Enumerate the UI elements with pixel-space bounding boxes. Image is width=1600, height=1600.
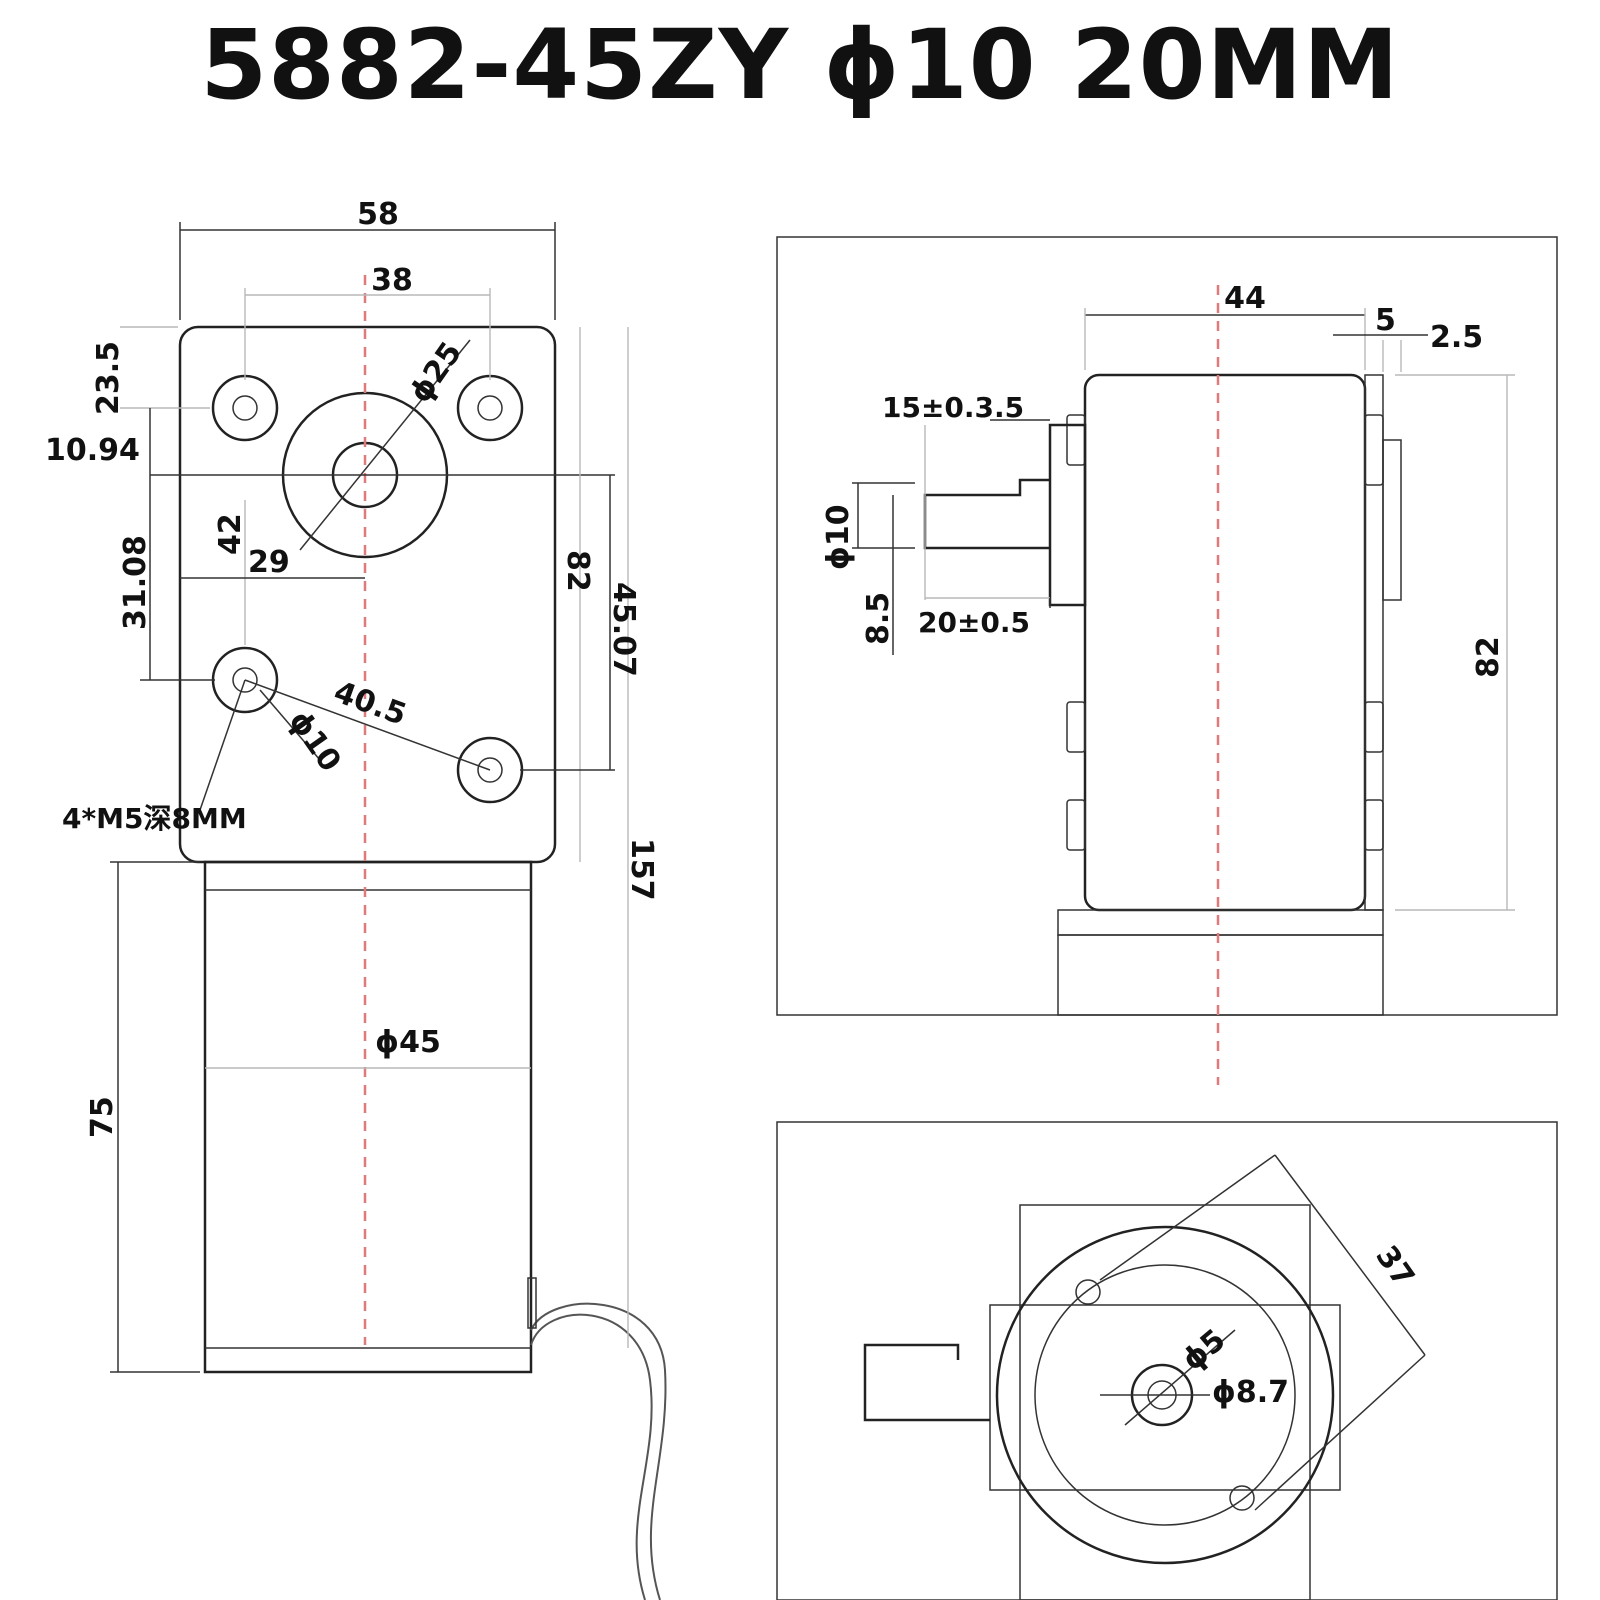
side-gearbox-body [1083,373,1367,912]
dim-total-157: 157 [624,838,659,901]
wire-grommet [527,1277,537,1329]
dim-motor-75: 75 [85,1096,120,1138]
motor-wire [530,1313,653,1600]
mount-hole-tl [211,374,279,442]
side-motor-body [1057,934,1384,1016]
bottom-side-lugs [989,1304,1341,1491]
dim-side-height-82: 82 [1471,636,1506,678]
dim-top-offset: 23.5 [91,341,126,415]
dim-diag-40-5: 40.5 [329,675,411,733]
side-shaft-housing [1048,423,1087,607]
side-view: 44 5 2.5 15±0.3.5 ϕ10 8.5 20±0.5 82 [776,236,1558,1085]
dim-outer-dia: ϕ8.7 [1212,1375,1289,1410]
side-output-shaft [923,478,1050,550]
dim-2-5: 2.5 [1430,320,1483,355]
dim-tol-15: 15±0.3.5 [882,391,1024,424]
dim-42: 42 [213,513,248,555]
gearbox-face [178,325,557,864]
bottom-view-frame [776,1121,1558,1600]
dim-hole-dia: ϕ10 [281,705,347,779]
dim-45-07: 45.07 [606,582,641,677]
dim-width-58: 58 [357,197,399,232]
dim-height-82: 82 [560,550,595,592]
bottom-output-shaft [863,1343,990,1422]
thread-note: 4*M5深8MM [62,802,247,835]
mount-hole-tr-inner [477,395,503,421]
mount-hole-br-inner [477,757,503,783]
dim-29: 29 [248,545,290,580]
side-boss [1382,439,1402,601]
dim-motor-dia: ϕ45 [375,1025,441,1060]
bottom-hole-top [1075,1279,1101,1305]
dim-tol-20: 20±0.5 [918,606,1030,639]
dim-depth-44: 44 [1224,281,1266,316]
motor-body [203,860,533,1374]
bottom-inner-circle [1034,1264,1296,1526]
dim-hole-spacing-38: 38 [371,263,413,298]
dim-shaft-dia: ϕ10 [821,504,856,570]
dim-hole-offset: 10.94 [45,433,140,468]
dim-inner-dia: ϕ5 [1176,1323,1233,1379]
mount-hole-tr [456,374,524,442]
mount-hole-bl-inner [232,667,258,693]
mount-hole-tl-inner [232,395,258,421]
bottom-view: 37 ϕ5 ϕ8.7 [776,1121,1558,1600]
dim-flat-8-5: 8.5 [861,592,896,645]
dim-40-line [244,679,491,771]
front-view: 58 38 ϕ25 23.5 10.94 42 29 31.08 82 45.0… [45,197,667,1600]
dim-31: 31.08 [118,535,153,630]
motor-wire-2 [530,1302,667,1600]
hole-dia-leader [259,689,321,761]
dim-37-line [1274,1154,1426,1356]
dim-hole-spacing-37: 37 [1368,1240,1421,1294]
dim-5: 5 [1375,303,1396,338]
bottom-gearbox-outline [1019,1204,1311,1600]
dim-25-leader [299,339,471,551]
side-motor-flange [1057,909,1384,936]
bottom-hole-bottom [1229,1485,1255,1511]
bottom-outer-circle [995,1225,1335,1565]
page-title: 5882-45ZY ϕ10 20MM [200,9,1400,121]
thread-leader [199,679,246,811]
side-cover-plate [1364,374,1384,911]
